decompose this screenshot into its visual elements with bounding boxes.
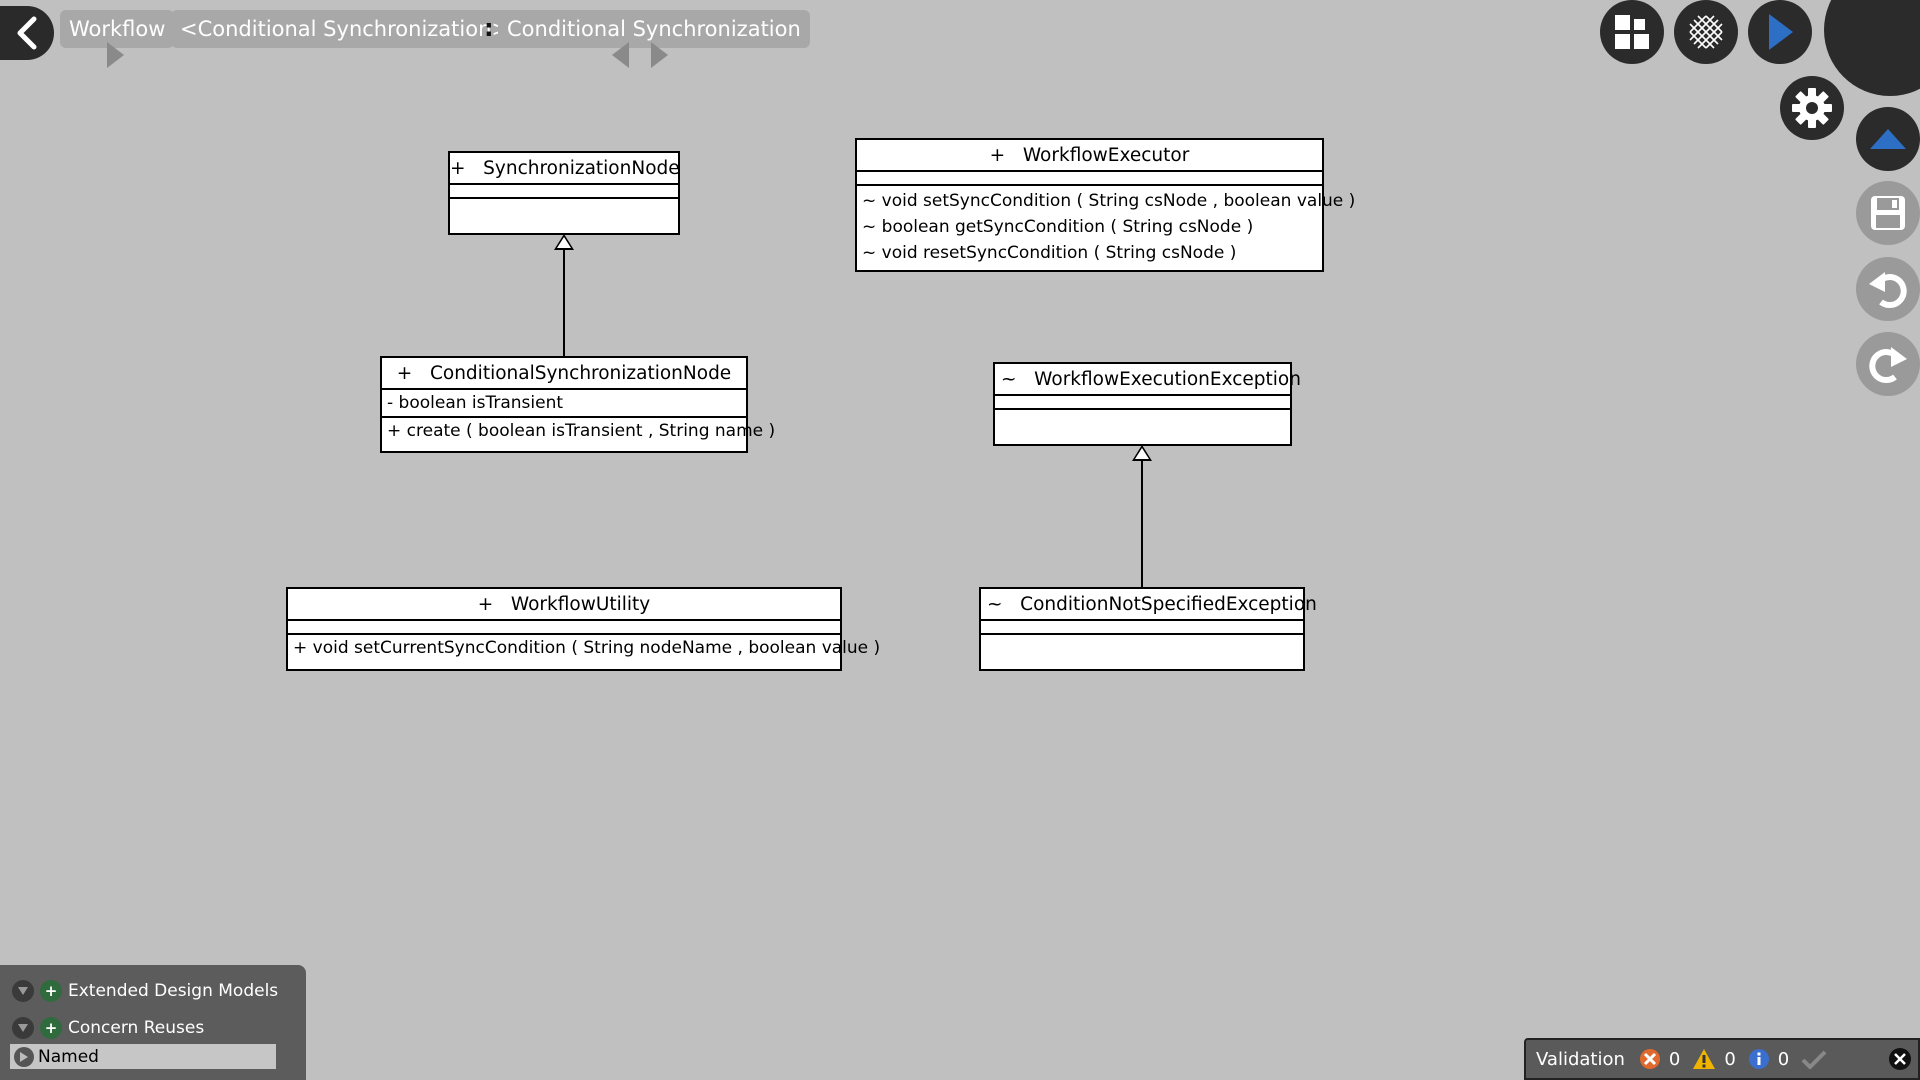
inheritance-arrowhead	[1132, 445, 1152, 461]
operations-compartment	[981, 635, 1303, 665]
operation-row[interactable]: + void setCurrentSyncCondition ( String …	[293, 638, 881, 658]
class-workflow-executor[interactable]: + WorkflowExecutor ~ void setSyncConditi…	[855, 138, 1356, 272]
save-button[interactable]	[1856, 181, 1920, 245]
breadcrumb-separator: :	[484, 14, 494, 42]
class-visibility: ~	[1001, 369, 1017, 390]
expand-right-icon[interactable]	[107, 42, 124, 68]
add-icon[interactable]: +	[40, 980, 62, 1002]
class-header: ~ ConditionNotSpecifiedException	[981, 589, 1317, 621]
named-label: Named	[38, 1046, 99, 1067]
error-count: 0	[1668, 1048, 1681, 1070]
class-conditional-synchronization-node[interactable]: + ConditionalSynchronizationNode - boole…	[380, 356, 776, 453]
operations-compartment	[995, 410, 1290, 440]
collapse-up-icon	[1870, 129, 1906, 149]
inheritance-arrowhead	[554, 234, 574, 250]
class-visibility: +	[396, 363, 413, 384]
main-menu-button[interactable]	[1824, 0, 1920, 96]
chevron-left-icon	[17, 16, 37, 50]
save-icon	[1871, 196, 1905, 230]
panel-item-concern-reuses[interactable]: + Concern Reuses	[12, 1017, 204, 1039]
previous-arrow-icon[interactable]	[612, 42, 629, 68]
operations-compartment: + create ( boolean isTransient , String …	[382, 418, 776, 444]
expand-right-icon[interactable]	[14, 1046, 34, 1067]
operations-compartment: + void setCurrentSyncCondition ( String …	[288, 635, 881, 661]
add-icon[interactable]: +	[40, 1017, 62, 1039]
panel-item-named[interactable]: Named	[10, 1044, 276, 1069]
class-name[interactable]: WorkflowExecutor	[1022, 145, 1190, 166]
close-icon[interactable]	[1888, 1047, 1912, 1071]
play-button[interactable]	[1748, 0, 1812, 64]
dashboard-icon	[1615, 15, 1649, 49]
operation-row[interactable]: + create ( boolean isTransient , String …	[387, 421, 776, 441]
attributes-compartment: - boolean isTransient	[382, 390, 746, 418]
inheritance-edge[interactable]	[563, 250, 565, 357]
settings-icon	[1792, 88, 1832, 128]
class-visibility: +	[450, 158, 466, 179]
class-condition-not-specified-exception[interactable]: ~ ConditionNotSpecifiedException	[979, 587, 1317, 671]
error-icon[interactable]	[1639, 1048, 1661, 1070]
class-visibility: +	[477, 594, 494, 615]
breadcrumb-item-concern[interactable]: <Conditional Synchronization>	[171, 10, 518, 48]
operation-row[interactable]: ~ boolean getSyncCondition ( String csNo…	[862, 217, 1254, 237]
back-button[interactable]	[0, 6, 54, 60]
info-count: 0	[1777, 1048, 1790, 1070]
operation-row[interactable]: ~ void setSyncCondition ( String csNode …	[862, 191, 1356, 211]
play-icon	[1769, 14, 1793, 50]
grid-pattern-icon	[1689, 15, 1723, 49]
undo-icon	[1869, 272, 1907, 309]
inheritance-edge[interactable]	[1141, 461, 1143, 588]
class-name[interactable]: WorkflowUtility	[510, 594, 651, 615]
attributes-compartment	[288, 621, 840, 635]
class-header: + ConditionalSynchronizationNode	[382, 358, 746, 390]
validation-label: Validation	[1536, 1048, 1625, 1070]
dashboard-button[interactable]	[1600, 0, 1664, 64]
class-name[interactable]: ConditionNotSpecifiedException	[1020, 594, 1317, 615]
grid-toggle-button[interactable]	[1674, 0, 1738, 64]
attributes-compartment	[450, 185, 678, 199]
undo-button[interactable]	[1856, 257, 1920, 321]
attribute-row[interactable]: - boolean isTransient	[387, 393, 564, 413]
collapse-down-icon[interactable]	[12, 1017, 34, 1039]
info-icon[interactable]	[1748, 1048, 1770, 1070]
settings-button[interactable]	[1780, 76, 1844, 140]
warning-icon[interactable]	[1692, 1048, 1716, 1070]
breadcrumb-item-workflow[interactable]: Workflow	[60, 10, 175, 48]
class-header: + WorkflowUtility	[288, 589, 840, 621]
class-header: + WorkflowExecutor	[857, 140, 1322, 172]
class-visibility: +	[989, 145, 1006, 166]
operations-compartment: ~ void setSyncCondition ( String csNode …	[857, 186, 1356, 266]
redo-button[interactable]	[1856, 332, 1920, 396]
class-synchronization-node[interactable]: + SynchronizationNode	[448, 151, 680, 235]
class-name[interactable]: ConditionalSynchronizationNode	[429, 363, 732, 384]
attributes-compartment	[981, 621, 1303, 635]
attributes-compartment	[857, 172, 1322, 186]
panel-item-extended-design-models[interactable]: + Extended Design Models	[12, 980, 278, 1002]
validation-bar: Validation 0 0 0	[1524, 1038, 1920, 1080]
panel-item-label: Concern Reuses	[68, 1018, 205, 1038]
panel-item-label: Extended Design Models	[68, 981, 279, 1001]
class-header: + SynchronizationNode	[450, 153, 680, 185]
attributes-compartment	[995, 396, 1290, 410]
class-visibility: ~	[987, 594, 1003, 615]
warning-count: 0	[1724, 1048, 1736, 1070]
redo-icon	[1869, 347, 1907, 384]
class-workflow-execution-exception[interactable]: ~ WorkflowExecutionException	[993, 362, 1301, 446]
check-icon[interactable]	[1801, 1049, 1827, 1069]
collapse-down-icon[interactable]	[12, 980, 34, 1002]
operations-compartment	[450, 199, 678, 229]
class-header: ~ WorkflowExecutionException	[995, 364, 1301, 396]
breadcrumb-item-model[interactable]: Conditional Synchronization	[498, 10, 810, 48]
class-name[interactable]: SynchronizationNode	[483, 158, 680, 179]
operation-row[interactable]: ~ void resetSyncCondition ( String csNod…	[862, 243, 1237, 263]
next-arrow-icon[interactable]	[651, 42, 668, 68]
class-name[interactable]: WorkflowExecutionException	[1034, 369, 1301, 390]
collapse-up-button[interactable]	[1856, 107, 1920, 171]
class-workflow-utility[interactable]: + WorkflowUtility + void setCurrentSyncC…	[286, 587, 881, 671]
